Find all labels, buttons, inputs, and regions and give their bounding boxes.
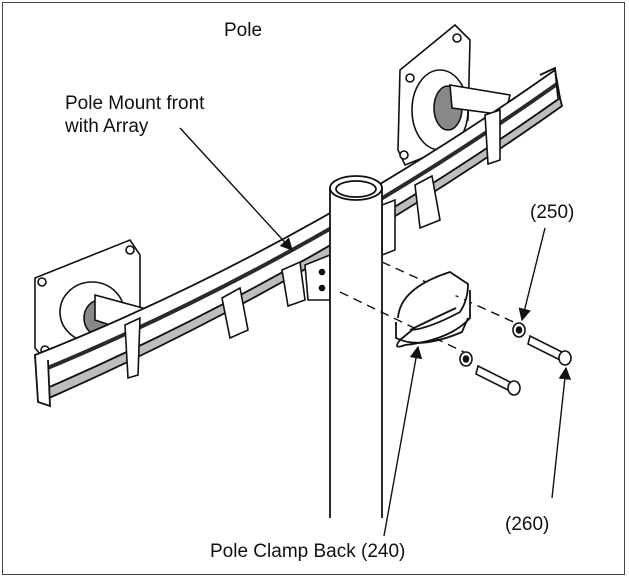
rail-clips — [124, 108, 501, 380]
pole — [329, 175, 383, 518]
arrow-washer — [518, 227, 546, 322]
pole-clamp-back — [395, 271, 471, 348]
screws — [475, 334, 572, 396]
arrow-clamp — [383, 345, 423, 537]
arrow-screw — [551, 366, 572, 499]
label-washer: (250) — [530, 202, 575, 223]
label-clamp: Pole Clamp Back (240) — [210, 541, 406, 562]
label-pole-mount-line1: Pole Mount front — [65, 93, 205, 114]
arrow-pole-mount — [179, 127, 293, 251]
label-pole: Pole — [224, 20, 263, 41]
washers — [459, 322, 526, 367]
pole-mount-front — [304, 198, 396, 301]
leader-arrows — [179, 127, 572, 537]
label-screw: (260) — [505, 514, 550, 535]
label-pole-mount-line2: with Array — [65, 116, 149, 137]
right-monitor-plate — [397, 23, 511, 167]
